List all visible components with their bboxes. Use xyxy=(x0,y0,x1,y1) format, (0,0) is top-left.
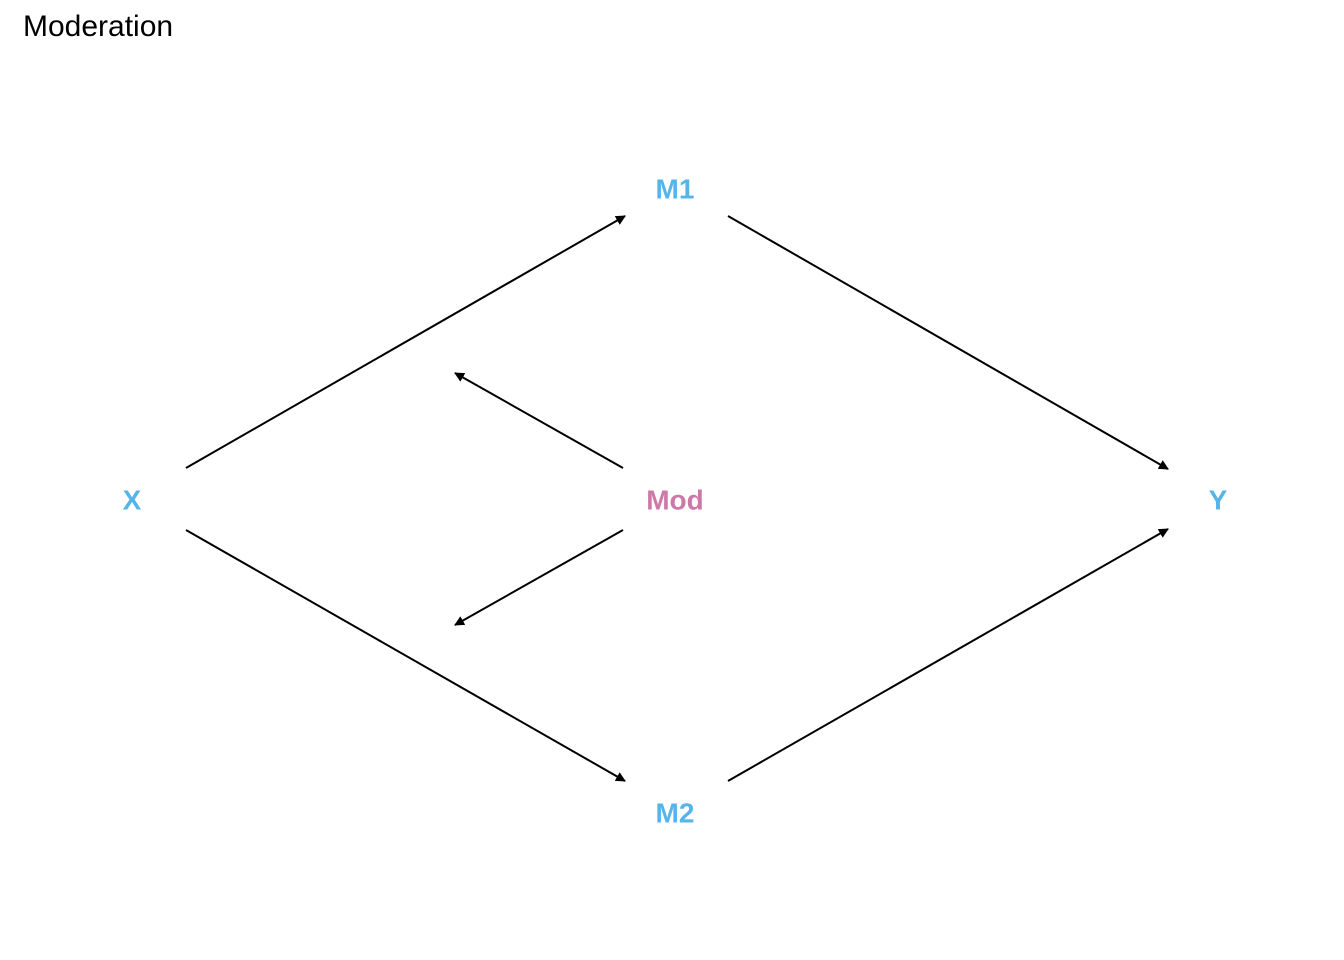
node-m2: M2 xyxy=(656,798,695,829)
node-m1: M1 xyxy=(656,174,695,205)
edge-x-to-m2 xyxy=(185,529,626,782)
edges-group xyxy=(185,215,1169,782)
node-x: X xyxy=(123,485,142,516)
edge-m2-to-y xyxy=(727,528,1169,782)
edge-x-to-m1 xyxy=(185,215,626,469)
edge-m1-to-y xyxy=(727,215,1169,470)
node-y: Y xyxy=(1209,485,1228,516)
diagram-title: Moderation xyxy=(23,10,174,43)
edge-mod-to-x-m2-path xyxy=(454,529,624,626)
node-mod: Mod xyxy=(646,485,704,516)
edge-mod-to-x-m1-path xyxy=(454,372,624,469)
